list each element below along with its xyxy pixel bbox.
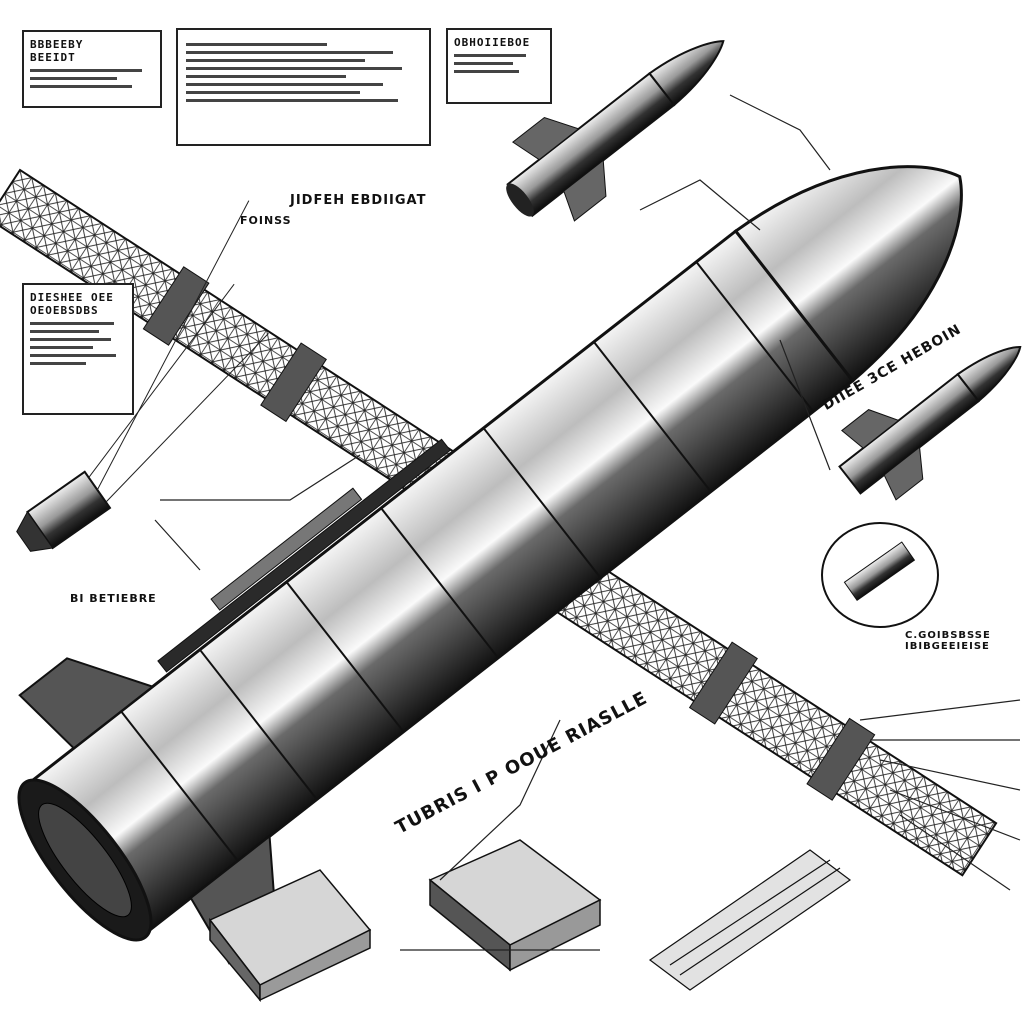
left-lower-label: BI BETIEBRE (70, 592, 157, 605)
main-rocket (17, 165, 963, 965)
spec-box-top-right: OBHOIIEBOE (446, 28, 552, 104)
equipment-rack-3 (648, 849, 852, 991)
spec-box-left-heading: DIESHEE OEE OEOEBSDBS (30, 291, 114, 317)
spec-lines (30, 69, 154, 88)
small-missile-top (506, 40, 725, 222)
spec-lines (186, 43, 421, 102)
leader-lines (154, 94, 831, 951)
spec-lines (30, 322, 126, 365)
equipment-crate-2 (428, 839, 602, 972)
spec-box-top-right-heading: OBHOIIEBOE (454, 36, 531, 49)
exhaust-streaks (859, 699, 1021, 891)
right-small-label: C.GOIBSBSSE IBIBGEEIEISE (905, 630, 991, 652)
engine-module-left (16, 200, 269, 552)
equipment-crate-1 (208, 869, 372, 1003)
spec-lines (454, 54, 544, 73)
small-missile-right (838, 346, 1022, 501)
center-sub-label: FOINSS (240, 214, 292, 227)
truss-boom-lower (524, 538, 998, 877)
detail-inset (821, 522, 939, 628)
truss-boom-upper (0, 168, 492, 526)
spec-box-top-center (176, 28, 431, 146)
spec-box-top-left: BBBEEBY BEEIDT (22, 30, 162, 108)
center-label: JIDFEH EBDIIGAT (290, 193, 427, 208)
spec-box-top-left-heading: BBBEEBY BEEIDT (30, 38, 84, 64)
spec-box-left: DIESHEE OEE OEOEBSDBS (22, 283, 134, 415)
